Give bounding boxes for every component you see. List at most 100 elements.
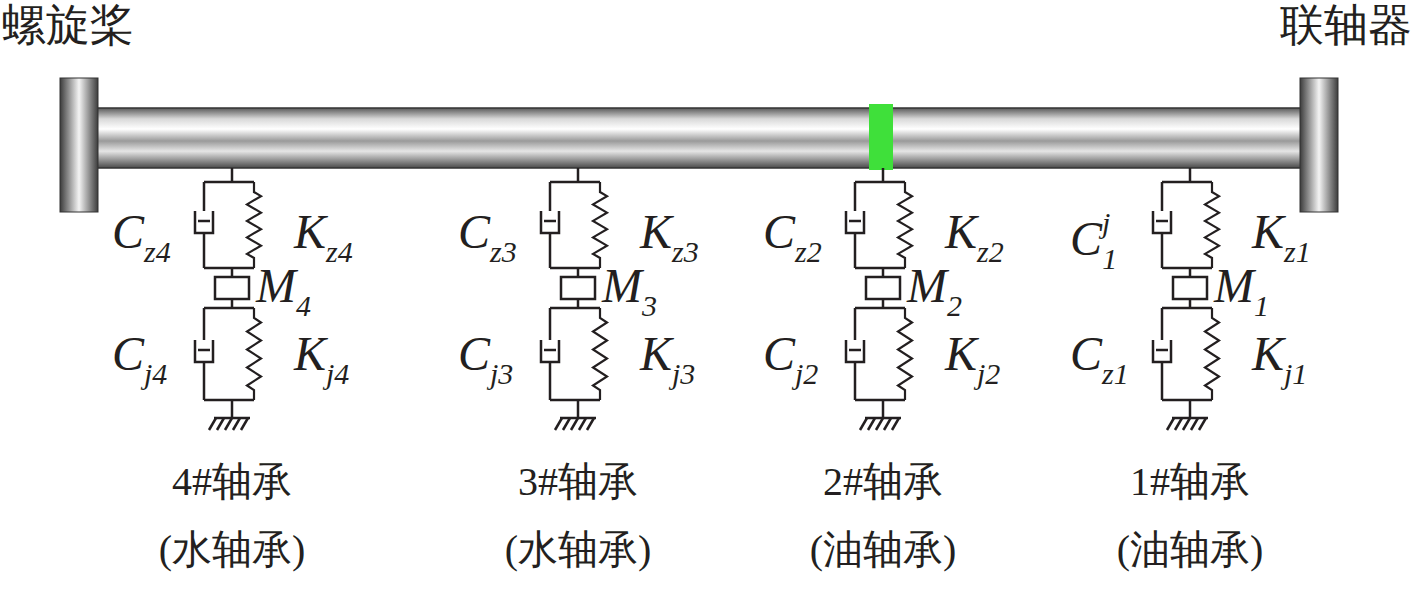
mass-block	[561, 277, 595, 299]
link-line	[876, 418, 883, 430]
link-line	[231, 299, 234, 308]
link-line	[882, 400, 885, 418]
parameter-symbol: Kj3	[640, 330, 695, 389]
link-line	[1167, 418, 1174, 430]
bearing-label: 2#轴承	[823, 462, 943, 502]
link-line	[241, 418, 248, 430]
parameter-symbol: Kz2	[945, 208, 1004, 267]
shaft	[96, 108, 1302, 168]
link-line	[860, 418, 867, 430]
link-line	[563, 418, 570, 430]
spring-symbol	[247, 308, 261, 400]
parameter-symbol: Cj3	[458, 330, 513, 389]
parameter-symbol: Kj1	[1252, 330, 1307, 389]
link-line	[204, 181, 254, 184]
link-line	[1162, 399, 1212, 402]
link-line	[855, 399, 905, 402]
link-line	[209, 418, 216, 430]
bearing-label: 1#轴承	[1130, 462, 1250, 502]
spring-symbol	[898, 308, 912, 400]
link-line	[577, 400, 580, 418]
damper-symbol	[846, 340, 864, 362]
damper-symbol	[541, 340, 559, 362]
parameter-symbol: Kz4	[294, 208, 353, 267]
link-line	[1199, 418, 1206, 430]
bearing-label: 3#轴承	[518, 462, 638, 502]
link-line	[544, 349, 556, 352]
link-line	[1156, 349, 1168, 352]
link-line	[549, 362, 552, 400]
bearing-label: (油轴承)	[1117, 530, 1264, 570]
link-line	[849, 220, 861, 223]
link-line	[233, 418, 240, 430]
damper-symbol	[1153, 211, 1171, 233]
spring-symbol	[1205, 182, 1219, 268]
green-marker	[869, 104, 893, 170]
link-line	[1175, 418, 1182, 430]
spring-symbol	[593, 308, 607, 400]
bearing-label: 4#轴承	[172, 462, 292, 502]
bearing-label: (水轴承)	[505, 530, 652, 570]
link-line	[544, 220, 556, 223]
parameter-symbol: Cj1	[1070, 208, 1117, 274]
link-line	[1161, 182, 1164, 211]
mass-block	[215, 277, 249, 299]
link-line	[571, 418, 578, 430]
link-line	[1162, 267, 1212, 270]
link-line	[198, 220, 210, 223]
bearing-label: (水轴承)	[159, 530, 306, 570]
link-line	[1183, 418, 1190, 430]
part-name: 螺旋桨	[2, 4, 134, 48]
mass-block	[866, 277, 900, 299]
parameter-symbol: Cz2	[763, 208, 822, 267]
link-line	[203, 362, 206, 400]
parameter-symbol: M1	[1214, 262, 1269, 321]
link-line	[868, 418, 875, 430]
link-line	[204, 307, 254, 310]
link-line	[1162, 307, 1212, 310]
parameter-symbol: Cz1	[1070, 330, 1129, 389]
link-line	[854, 233, 857, 268]
link-line	[587, 418, 594, 430]
parameter-symbol: Cz4	[112, 208, 171, 267]
bearing-models	[195, 168, 1219, 430]
link-line	[1191, 418, 1198, 430]
link-line	[549, 182, 552, 211]
link-line	[204, 267, 254, 270]
link-line	[203, 233, 206, 268]
link-line	[203, 182, 206, 211]
damper-symbol	[195, 340, 213, 362]
parameter-symbol: M2	[907, 262, 962, 321]
link-line	[550, 307, 600, 310]
coupling-flange	[1300, 78, 1338, 212]
link-line	[577, 268, 580, 277]
bearing-label: (油轴承)	[810, 530, 957, 570]
link-line	[579, 418, 586, 430]
link-line	[1156, 220, 1168, 223]
damper-symbol	[1153, 340, 1171, 362]
link-line	[1161, 362, 1164, 400]
link-line	[882, 268, 885, 277]
link-line	[1189, 400, 1192, 418]
link-line	[217, 418, 224, 430]
parameter-symbol: Cz3	[458, 208, 517, 267]
parameter-symbol: Cj4	[112, 330, 167, 389]
damper-symbol	[541, 211, 559, 233]
link-line	[855, 307, 905, 310]
link-line	[892, 418, 899, 430]
link-line	[225, 418, 232, 430]
mass-block	[1173, 277, 1207, 299]
link-line	[231, 168, 234, 182]
parameter-symbol: Kj2	[945, 330, 1000, 389]
link-line	[549, 308, 552, 340]
link-line	[855, 181, 905, 184]
link-line	[849, 349, 861, 352]
link-line	[1161, 308, 1164, 340]
link-line	[204, 399, 254, 402]
spring-symbol	[593, 182, 607, 268]
link-line	[549, 233, 552, 268]
parameter-symbol: M3	[602, 262, 657, 321]
parameter-symbol: M4	[256, 262, 311, 321]
link-line	[550, 181, 600, 184]
